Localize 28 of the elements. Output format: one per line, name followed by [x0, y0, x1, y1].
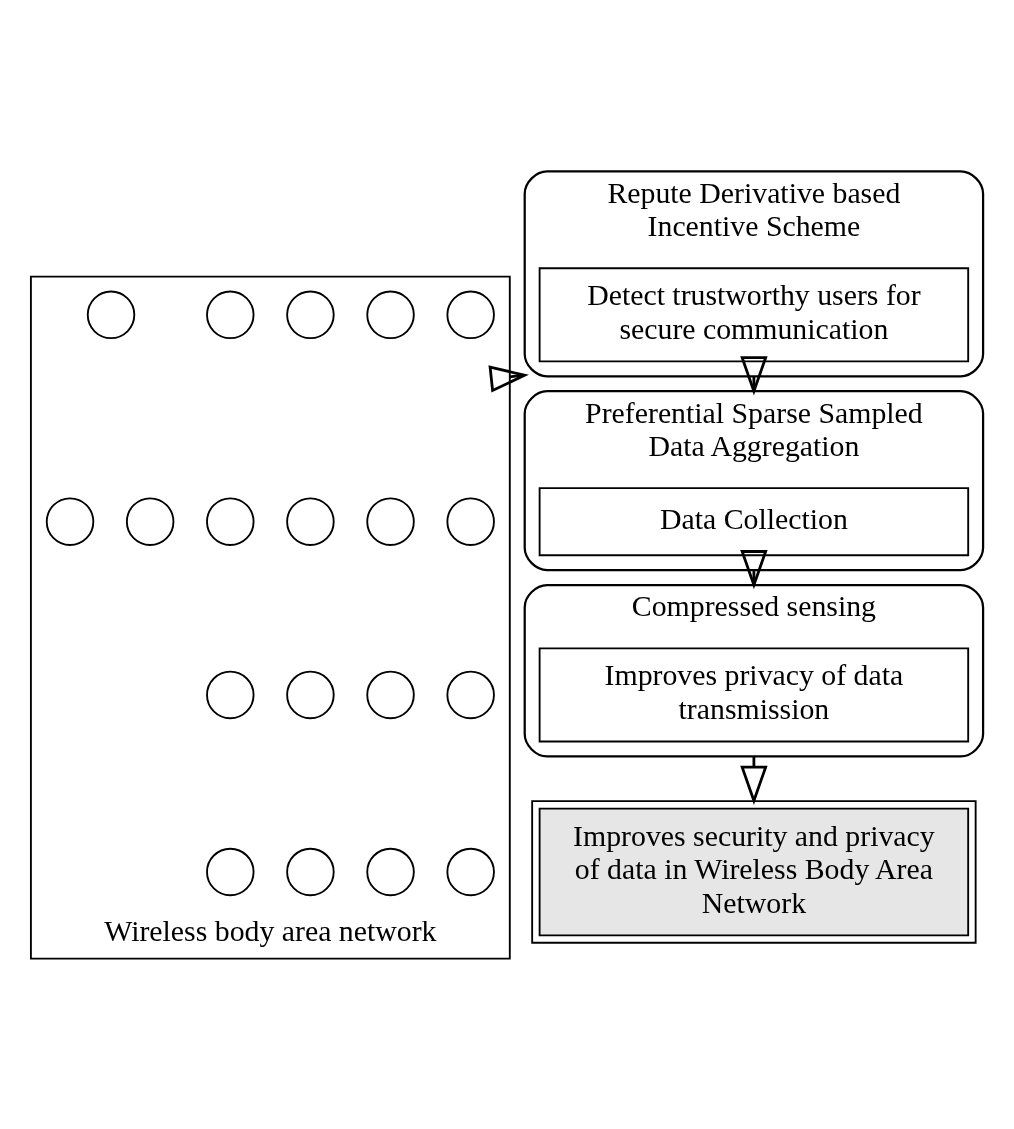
arrow — [488, 364, 529, 393]
node-circle — [446, 496, 495, 546]
node-circle — [286, 496, 335, 546]
node-circle — [125, 496, 175, 546]
node-circle — [286, 847, 335, 896]
node-circle — [206, 290, 255, 339]
node-circle — [206, 496, 255, 546]
node-circle — [206, 847, 255, 896]
cluster — [30, 275, 511, 960]
node-circle — [366, 670, 415, 719]
node-circle — [286, 670, 335, 719]
node-circle — [366, 290, 415, 339]
node-circle — [446, 670, 495, 719]
node-circle — [45, 496, 95, 546]
node-circle — [366, 496, 415, 546]
node-circle — [286, 290, 335, 339]
arrow — [740, 355, 768, 395]
node-circle — [206, 670, 255, 719]
node-box: Improves privacy of data transmission — [538, 646, 970, 742]
node-circle — [446, 290, 495, 339]
node-box: Data Collection — [538, 486, 970, 556]
arrow — [740, 549, 768, 589]
node-box: Improves security and privacy of data in Wireless Body Area Network — [531, 799, 977, 944]
node-label: Wireless body area network — [104, 914, 437, 947]
node-circle — [86, 290, 136, 339]
node-circle — [446, 847, 495, 896]
node-box: Detect trustworthy users for secure communication — [538, 266, 970, 362]
node-circle — [366, 847, 415, 896]
